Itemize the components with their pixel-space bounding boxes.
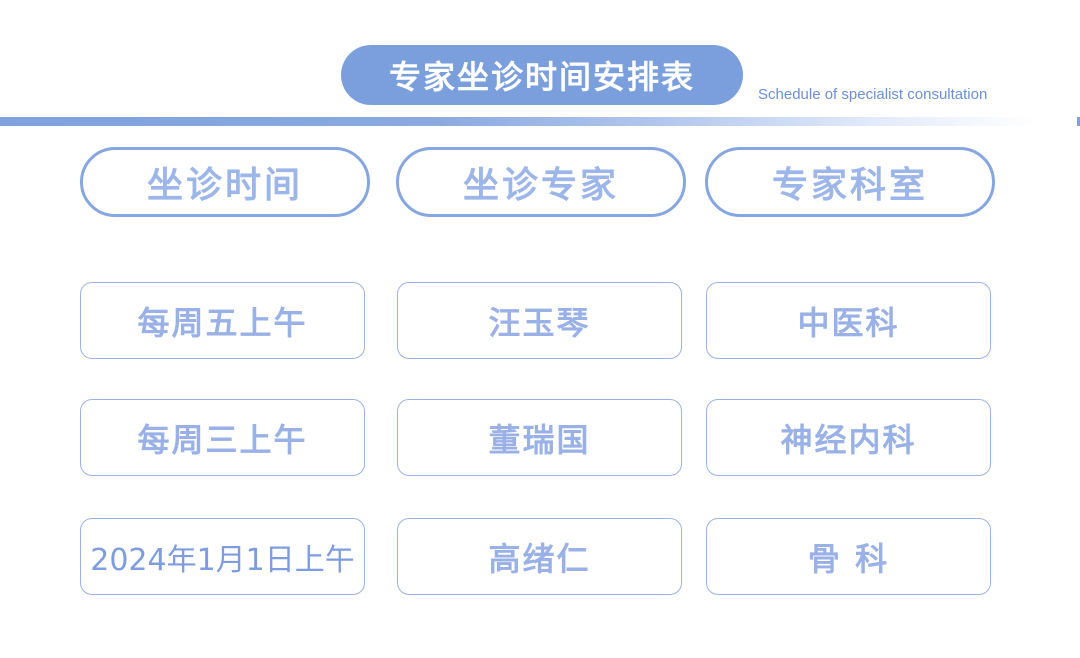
schedule-row-3-time: 2024年1月1日上午 [80,518,365,595]
divider-edge-mark [1077,117,1080,126]
schedule-row-2-department: 神经内科 [706,399,991,476]
schedule-row-1-time: 每周五上午 [80,282,365,359]
column-header-time: 坐诊时间 [80,147,370,217]
page-title: 专家坐诊时间安排表 [341,45,743,105]
column-header-department: 专家科室 [705,147,995,217]
schedule-row-1-department: 中医科 [706,282,991,359]
header-divider [0,117,1080,126]
page-subtitle: Schedule of specialist consultation [758,86,988,103]
schedule-row-1-expert: 汪玉琴 [397,282,682,359]
column-header-expert: 坐诊专家 [396,147,686,217]
schedule-row-2-expert: 董瑞国 [397,399,682,476]
schedule-row-3-department: 骨 科 [706,518,991,595]
schedule-row-2-time: 每周三上午 [80,399,365,476]
schedule-row-3-expert: 高绪仁 [397,518,682,595]
